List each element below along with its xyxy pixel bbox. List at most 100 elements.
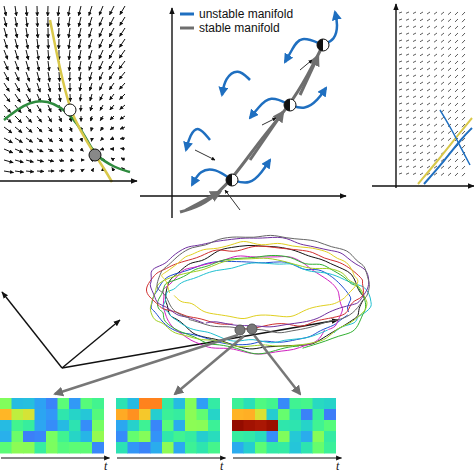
vector-arrow [69,83,70,91]
vector-arrow [112,167,114,171]
vector-arrow [448,26,451,29]
vector-arrow [91,116,92,121]
vector-arrow [81,169,84,171]
heatmap-cell [185,442,197,454]
vector-arrow [441,26,444,28]
vector-arrow [434,33,437,35]
vector-arrow [406,61,409,62]
vector-arrow [434,19,437,21]
vector-arrow [413,152,416,154]
unstable-manifold [250,99,290,118]
vector-arrow [15,160,23,162]
vector-arrow [89,6,92,16]
vector-arrow [441,61,444,63]
heatmap-cell [151,442,163,454]
vector-arrow [462,103,465,106]
vector-arrow [59,116,62,122]
vector-arrow [26,28,28,38]
vector-arrow [441,40,444,42]
vector-arrow [47,17,48,27]
vector-arrow [406,103,409,104]
heatmap-cell [255,431,267,443]
vector-arrow [37,160,44,162]
vector-arrow [434,152,437,154]
vector-arrow [99,61,103,70]
vector-arrow [441,103,444,105]
vector-arrow [399,96,402,97]
axis-line [395,4,396,188]
vector-arrow [441,166,444,168]
state-dot [235,325,245,335]
heatmap [232,398,336,454]
vector-arrow [413,89,416,91]
heatmap-cell [116,431,128,443]
vector-arrow [441,75,444,77]
vector-arrow [15,61,19,70]
vector-arrow [448,138,451,141]
vector-arrow [441,89,444,91]
heatmap-cell [58,442,70,454]
vector-arrow [15,6,17,16]
vector-arrow [427,138,430,140]
vector-arrow [4,39,7,48]
axis-line [2,292,62,368]
vector-arrow [26,105,31,112]
vector-arrow [99,50,103,59]
vector-arrow [441,19,444,21]
heatmap-cell [267,398,279,410]
vector-arrow [399,68,402,69]
vector-arrow [4,83,9,91]
vector-arrow [462,159,465,162]
pointer-arrow [175,336,244,394]
vector-arrow [81,116,82,121]
vector-arrow [4,61,8,70]
vector-arrow [441,131,444,133]
vector-arrow [399,173,402,174]
heatmap-cell [197,409,209,421]
axis-label: t [220,460,223,472]
heatmap-cell [46,420,58,432]
vector-arrow [26,149,33,152]
vector-arrow [26,6,28,16]
vector-arrow [434,82,437,84]
vector-arrow [420,75,423,77]
vector-arrow [413,54,416,56]
vector-arrow [119,39,125,47]
vector-arrow [434,75,437,77]
saddle-half [226,174,232,186]
vector-arrow [15,138,23,143]
vector-arrow [120,105,125,109]
heatmap-cell [232,420,244,432]
saddle-point [317,39,329,51]
vector-arrow [48,61,49,71]
vector-arrow [37,28,39,38]
vector-arrow [434,124,437,126]
vector-arrow [462,82,465,85]
vector-arrow [110,127,114,130]
vector-arrow [462,131,465,134]
vector-arrow [413,117,416,119]
time-axis [233,457,342,458]
vector-arrow [48,160,54,161]
vector-arrow [109,83,114,90]
vector-arrow [455,110,458,113]
vector-arrow [119,72,125,79]
vector-arrow [406,173,409,174]
vector-arrow [420,47,423,49]
vector-arrow [434,145,437,147]
vector-arrow [4,127,12,133]
vector-arrow [79,6,81,16]
heatmap-cell [255,420,267,432]
vector-arrow [434,138,437,140]
vector-arrow [399,54,402,55]
vector-arrow [427,131,430,133]
vector-arrow [15,28,17,38]
heatmap-cell [0,442,12,454]
vector-arrow [109,39,114,48]
heatmap-cell [290,420,302,432]
vector-arrow [80,83,81,91]
saddle-half [317,39,323,51]
vector-arrow [48,28,49,38]
heatmap-cell [35,398,47,410]
heatmap-cell [128,398,140,410]
